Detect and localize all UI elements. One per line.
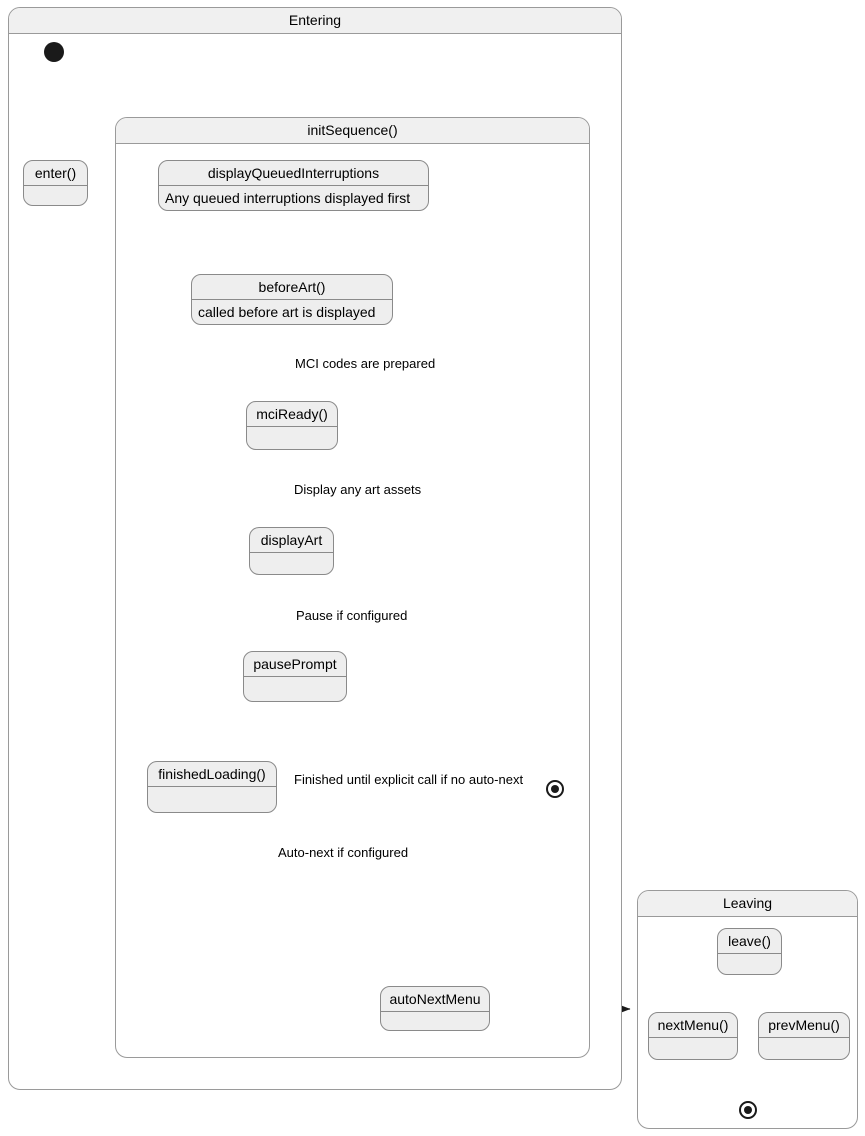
state-leave[interactable]: leave()	[717, 928, 782, 975]
state-enter-name: enter()	[24, 161, 87, 186]
state-leave-name: leave()	[718, 929, 781, 954]
composite-title-entering: Entering	[9, 8, 621, 34]
state-finished-loading-body	[148, 787, 276, 812]
state-before-art-name: beforeArt()	[192, 275, 392, 300]
composite-title-leaving: Leaving	[638, 891, 857, 917]
state-auto-next-menu-name: autoNextMenu	[381, 987, 489, 1012]
composite-state-leaving[interactable]: Leaving	[637, 890, 858, 1129]
final-state-node-entering	[546, 780, 564, 798]
edge-label-display-art-assets: Display any art assets	[294, 482, 422, 497]
state-display-queued-interruptions-body: Any queued interruptions displayed first	[165, 190, 411, 206]
composite-title-initsequence: initSequence()	[116, 118, 589, 144]
state-leave-body	[718, 954, 781, 974]
state-auto-next-menu[interactable]: autoNextMenu	[380, 986, 490, 1031]
edge-label-finished-until-explicit: Finished until explicit call if no auto-…	[294, 772, 524, 787]
state-display-art[interactable]: displayArt	[249, 527, 334, 575]
edge-label-pause-if-configured: Pause if configured	[296, 608, 408, 623]
state-before-art-body: called before art is displayed	[198, 304, 376, 320]
state-mci-ready-name: mciReady()	[247, 402, 337, 427]
state-finished-loading[interactable]: finishedLoading()	[147, 761, 277, 813]
edge-label-auto-next-if-configured: Auto-next if configured	[278, 845, 409, 860]
state-next-menu[interactable]: nextMenu()	[648, 1012, 738, 1060]
state-prev-menu-body	[759, 1038, 849, 1059]
state-prev-menu[interactable]: prevMenu()	[758, 1012, 850, 1060]
state-prev-menu-name: prevMenu()	[759, 1013, 849, 1038]
state-pause-prompt-body	[244, 677, 346, 701]
composite-state-initsequence[interactable]: initSequence()	[115, 117, 590, 1058]
state-next-menu-body	[649, 1038, 737, 1059]
state-display-art-body	[250, 553, 333, 574]
state-display-queued-interruptions[interactable]: displayQueuedInterruptions Any queued in…	[158, 160, 429, 211]
state-auto-next-menu-body	[381, 1012, 489, 1030]
state-pause-prompt[interactable]: pausePrompt	[243, 651, 347, 702]
state-enter[interactable]: enter()	[23, 160, 88, 206]
state-next-menu-name: nextMenu()	[649, 1013, 737, 1038]
state-mci-ready[interactable]: mciReady()	[246, 401, 338, 450]
state-finished-loading-name: finishedLoading()	[148, 762, 276, 787]
edge-label-mci-codes: MCI codes are prepared	[295, 356, 436, 371]
state-enter-body	[24, 186, 87, 205]
initial-state-node	[44, 42, 64, 62]
state-mci-ready-body	[247, 427, 337, 449]
state-display-queued-interruptions-name: displayQueuedInterruptions	[159, 161, 428, 186]
final-state-node-leaving	[739, 1101, 757, 1119]
state-before-art[interactable]: beforeArt() called before art is display…	[191, 274, 393, 325]
state-pause-prompt-name: pausePrompt	[244, 652, 346, 677]
state-display-art-name: displayArt	[250, 528, 333, 553]
